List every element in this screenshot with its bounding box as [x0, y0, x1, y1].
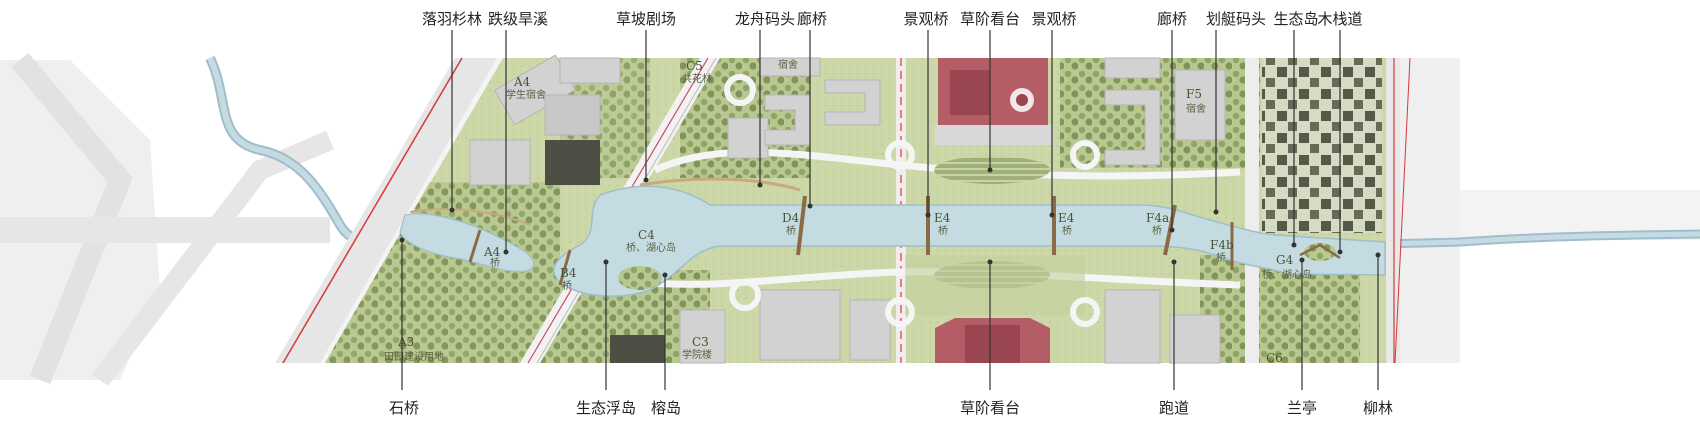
roundabout-5: [1070, 140, 1100, 170]
annotation-dieji: 跌级旱溪: [488, 10, 548, 28]
annotation-langqiao-1: 廊桥: [797, 10, 827, 28]
annotation-longzhou: 龙舟码头: [735, 10, 795, 28]
eco-island-g4: [1304, 243, 1336, 261]
annotations-top: 落羽杉林 跌级旱溪 草坡剧场 龙舟码头 廊桥 景观桥 草阶看台 景观桥 廊桥 划…: [422, 10, 1363, 28]
auditorium-south: [935, 318, 1050, 363]
context-right: [1379, 58, 1700, 363]
plan-label-C5-sub: 共花林: [682, 72, 712, 85]
plan-label-A4-sub: 学生宿舍: [506, 88, 546, 101]
plan-label-E4b: E4: [1058, 211, 1075, 225]
annotation-muzhandao: 木栈道: [1317, 10, 1362, 28]
roundabout-1: [724, 74, 756, 106]
annotation-shengtaidao: 生态岛: [1273, 10, 1318, 28]
annotation-shiqiao: 石桥: [389, 399, 419, 417]
annotation-jingguan-2: 景观桥: [1031, 10, 1076, 28]
lake-island-c4: [618, 266, 662, 290]
plan-label-G4: G4: [1276, 253, 1294, 267]
annotation-jingguan-1: 景观桥: [903, 10, 948, 28]
plan-label-F5-sub: 宿舍: [1186, 102, 1206, 115]
plan-label-dorm-top: 宿舍: [778, 58, 798, 71]
auditorium-north: [935, 58, 1053, 145]
annotation-caojie-top: 草阶看台: [960, 10, 1020, 28]
plan-label-F4a-sub: 桥: [1152, 225, 1162, 237]
plan-label-A3: A3: [397, 335, 414, 349]
roundabout-3: [885, 140, 915, 170]
plan-label-F4b: F4b: [1210, 238, 1234, 252]
plan-label-C4-sub: 桥、湖心岛: [626, 241, 676, 254]
annotations-bottom: 石桥 生态浮岛 榕岛 草阶看台 跑道 兰亭 柳林: [389, 399, 1393, 417]
roundabout-2: [729, 279, 761, 311]
buildings: [469, 54, 1226, 364]
annotation-luoyu: 落羽杉林: [422, 10, 482, 28]
plan-label-F5: F5: [1186, 87, 1202, 101]
plan-label-C6: C6: [1266, 351, 1283, 365]
annotation-rongdao: 榕岛: [651, 399, 681, 417]
site-plan: [275, 54, 1411, 364]
annotation-langqiao-2: 廊桥: [1157, 10, 1187, 28]
central-lake: [553, 185, 1386, 297]
plan-label-C3: C3: [692, 335, 709, 349]
roundabout-6: [1070, 297, 1100, 327]
plan-labels: A4 学生宿舍 C5 共花林 宿舍 F5 宿舍 A4 桥 B4 桥 C4 桥、湖…: [384, 58, 1312, 365]
plan-label-E4a: E4: [934, 211, 951, 225]
plan-label-D4: D4: [782, 211, 800, 225]
red-boundary-left: [282, 57, 463, 364]
plan-label-F4a: F4a: [1146, 211, 1169, 225]
plan-label-B4-sub: 桥: [562, 280, 572, 292]
plan-label-A4: A4: [513, 75, 531, 89]
annotation-fudao: 生态浮岛: [576, 399, 636, 417]
annotation-paodao: 跑道: [1159, 399, 1189, 417]
annotation-huating: 划艇码头: [1206, 10, 1266, 28]
annotation-caopo: 草坡剧场: [616, 10, 676, 28]
leader-lines-top: [449, 30, 1343, 255]
plan-label-F4b-sub: 桥: [1216, 252, 1226, 264]
residential-block: [1262, 58, 1382, 233]
plan-label-A3-sub: 田园建设用地: [384, 350, 444, 363]
annotation-liulin: 柳林: [1363, 399, 1393, 417]
plan-label-C5: C5: [686, 59, 703, 73]
annotation-lanting: 兰亭: [1287, 399, 1317, 417]
plan-label-A4-bridge-sub: 桥: [490, 257, 500, 269]
roundabout-4: [885, 297, 915, 327]
plan-label-B4: B4: [560, 266, 577, 280]
annotation-caojie-bottom: 草阶看台: [960, 399, 1020, 417]
plan-label-D4-sub: 桥: [786, 225, 796, 237]
leader-lines-bottom: [399, 237, 1381, 390]
plan-label-C4: C4: [638, 228, 655, 242]
west-pond: [399, 213, 535, 272]
plan-label-G4-sub: 桥、湖心岛: [1262, 268, 1312, 281]
plan-label-C3-sub: 学院楼: [682, 348, 712, 361]
plan-label-A4-bridge: A4: [483, 245, 501, 259]
plan-label-E4b-sub: 桥: [1062, 225, 1072, 237]
plan-label-E4a-sub: 桥: [938, 225, 948, 237]
